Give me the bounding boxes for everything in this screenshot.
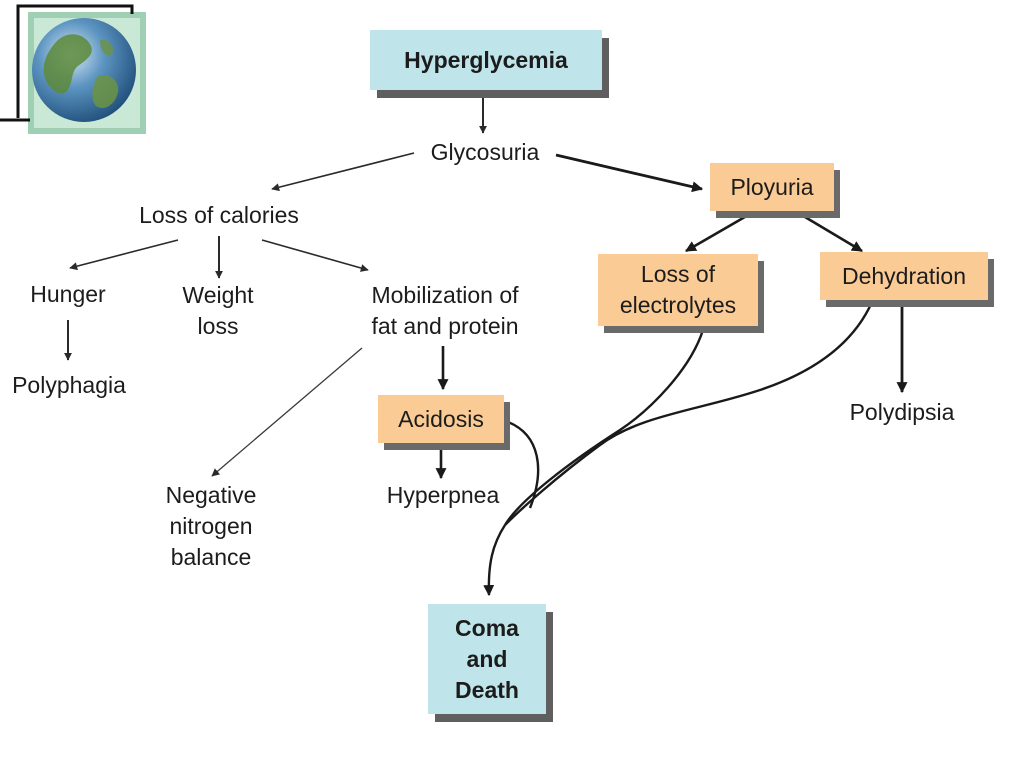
curve-dehydration-to-coma <box>504 301 874 526</box>
globe-logo <box>0 0 160 150</box>
arrow-glycosuria-to-loss-of-calories <box>271 152 415 192</box>
glycosuria-label: Glycosuria <box>430 139 540 165</box>
hyperglycemia-box: Hyperglycemia <box>370 30 602 90</box>
arrow-calories-to-hunger <box>69 239 179 271</box>
dehydration-label: Dehydration <box>841 262 967 289</box>
globe-icon <box>0 4 146 134</box>
acidosis-label: Acidosis <box>398 405 484 432</box>
arrow-calories-to-mobilization <box>261 239 369 272</box>
loss-of-calories-label: Loss of calories <box>139 202 299 228</box>
weight-loss-label: Weight loss <box>182 282 254 339</box>
coma-and-death-label: Coma and Death <box>455 614 519 703</box>
curve-electrolytes-to-coma <box>503 329 705 526</box>
hyperglycemia-label: Hyperglycemia <box>404 46 568 73</box>
acidosis-box: Acidosis <box>378 395 504 443</box>
dehydration-box: Dehydration <box>820 252 988 300</box>
curve-acidosis-to-coma <box>507 420 540 509</box>
loss-of-electrolytes-label: Loss of electrolytes <box>619 261 737 318</box>
arrow-mobilization-to-negative-nitrogen <box>211 347 363 477</box>
hunger-label: Hunger <box>30 281 106 307</box>
loss-of-electrolytes-box: Loss of electrolytes <box>598 254 758 326</box>
arrow-ployuria-to-electrolytes <box>685 212 751 253</box>
arrow-ployuria-to-dehydration <box>799 212 863 253</box>
ployuria-label: Ployuria <box>730 173 814 200</box>
polydipsia-label: Polydipsia <box>849 399 955 425</box>
ployuria-box: Ployuria <box>710 163 834 211</box>
negative-nitrogen-label: Negative nitrogen balance <box>165 482 257 570</box>
arrow-into-coma <box>483 524 507 597</box>
mobilization-label: Mobilization of fat and protein <box>371 282 519 339</box>
arrow-glycosuria-to-ployuria <box>555 153 704 193</box>
hyperpnea-label: Hyperpnea <box>386 482 500 508</box>
polyphagia-label: Polyphagia <box>12 372 126 398</box>
coma-and-death-box: Coma and Death <box>428 604 546 714</box>
